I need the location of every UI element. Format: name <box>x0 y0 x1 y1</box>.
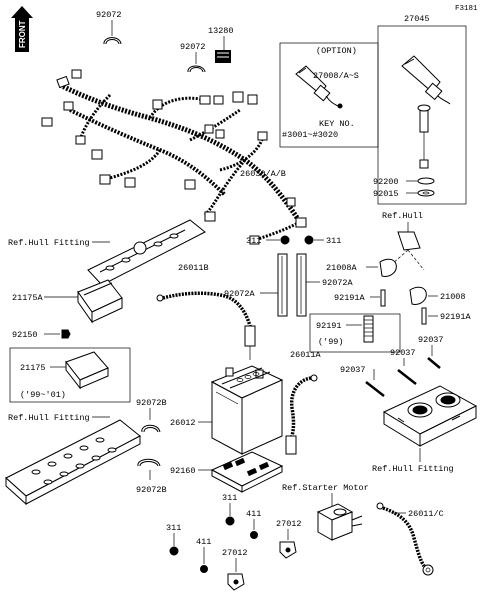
label-92072A-right: 92072A <box>322 278 354 288</box>
clamp-92072-top <box>103 37 122 45</box>
label-411-right: 411 <box>246 509 261 519</box>
nut-411-right <box>250 531 258 539</box>
label-311-bottom: 311 <box>166 523 181 533</box>
pin-92037-1 <box>427 357 441 369</box>
pin-92037-3 <box>365 381 385 397</box>
ref-hull: Ref.Hull <box>382 211 423 221</box>
label-92191: 92191 <box>316 321 342 331</box>
year-box-1 <box>309 313 401 353</box>
bolt-92191A-right <box>421 307 427 325</box>
spring-92191 <box>363 315 374 343</box>
label-26011A: 26011A <box>290 350 322 360</box>
fitting-plate-1 <box>87 219 206 286</box>
label-92072-top: 92072 <box>96 10 122 20</box>
option-title: (OPTION) <box>316 46 357 56</box>
label-411-left: 411 <box>196 537 211 547</box>
bolt-311-mid <box>225 516 235 526</box>
cable-26011C <box>376 502 434 576</box>
label-92037-left: 92037 <box>340 365 366 375</box>
label-26030: 26030/A/B <box>240 169 286 179</box>
label-92150: 92150 <box>12 330 38 340</box>
label-92191A-right: 92191A <box>440 312 472 322</box>
nut-411-left <box>200 565 208 573</box>
label-21008: 21008 <box>440 292 466 302</box>
svg-text:FRONT: FRONT <box>18 20 27 48</box>
option-switch <box>295 65 343 109</box>
option-key-title: KEY NO. <box>319 119 355 129</box>
year-box-1-years: ('99) <box>318 337 344 347</box>
figure-code: F3181 <box>455 5 478 13</box>
label-92072-mid: 92072 <box>180 42 206 52</box>
clamp-92072-mid <box>187 65 206 73</box>
label-311-right: 311 <box>326 236 341 246</box>
label-311-left: 311 <box>246 236 261 246</box>
label-21008A: 21008A <box>326 263 358 273</box>
switch-box <box>377 25 467 205</box>
ignitor-21175A <box>77 279 123 324</box>
label-311-mid: 311 <box>222 493 237 503</box>
option-key-range: #3001~#3020 <box>282 130 338 140</box>
label-27012-right: 27012 <box>276 519 302 529</box>
bracket-21008A <box>379 258 397 277</box>
bracket-21008 <box>409 286 427 305</box>
label-21175A: 21175A <box>12 293 44 303</box>
battery-26012 <box>210 365 284 455</box>
bolt-311-left <box>280 235 290 245</box>
ignitor-21175 <box>65 351 109 390</box>
cable-26011B <box>156 291 256 360</box>
strap-92072A-right <box>296 253 307 317</box>
label-92037-right: 92037 <box>418 335 444 345</box>
label-27008: 27008/A~S <box>313 71 359 81</box>
label-92072B-2: 92072B <box>136 485 167 495</box>
wiring-harness <box>41 69 307 245</box>
year-box-2-years: ('99~'01) <box>20 390 66 400</box>
pin-92037-2 <box>397 369 417 385</box>
ref-hull-fitting-2: Ref.Hull Fitting <box>8 413 90 423</box>
electric-box <box>382 385 478 447</box>
label-92191A-left: 92191A <box>334 293 366 303</box>
fitting-plate-2 <box>5 419 141 506</box>
label-26011B: 26011B <box>178 263 209 273</box>
bolt-311-bottom <box>169 546 179 556</box>
screw-92150 <box>61 329 71 339</box>
clamp-92072B-1 <box>141 424 161 433</box>
label-92200: 92200 <box>373 177 399 187</box>
label-92015: 92015 <box>373 189 399 199</box>
main-switch <box>401 55 451 169</box>
clamp-92072B-2 <box>137 458 161 467</box>
label-13280: 13280 <box>208 26 234 36</box>
washer-92200 <box>417 177 435 185</box>
label-92160: 92160 <box>170 466 196 476</box>
label-21175: 21175 <box>20 363 46 373</box>
bolt-92191A-left <box>380 289 386 307</box>
bolt-311-right <box>304 235 314 245</box>
ref-hull-fitting-1: Ref.Hull Fitting <box>8 238 90 248</box>
starter-relay <box>316 503 363 541</box>
ref-starter-motor: Ref.Starter Motor <box>282 483 369 493</box>
label-92072B-1: 92072B <box>136 398 167 408</box>
year-box-2 <box>9 347 131 403</box>
label-27012-left: 27012 <box>222 548 248 558</box>
label-92072A-left: 92072A <box>224 289 256 299</box>
cable-26011A <box>285 374 318 455</box>
tray-92160 <box>210 451 284 493</box>
hull-bracket <box>397 231 421 251</box>
label-26011C: 26011/C <box>408 509 444 519</box>
front-marker: FRONT <box>11 6 33 52</box>
ref-hull-fitting-3: Ref.Hull Fitting <box>372 464 454 474</box>
label-92037-mid: 92037 <box>390 348 416 358</box>
label-26012: 26012 <box>170 418 196 428</box>
label-27045: 27045 <box>404 14 430 24</box>
washer-92015 <box>417 189 435 197</box>
strap-92072A-left <box>277 253 288 317</box>
